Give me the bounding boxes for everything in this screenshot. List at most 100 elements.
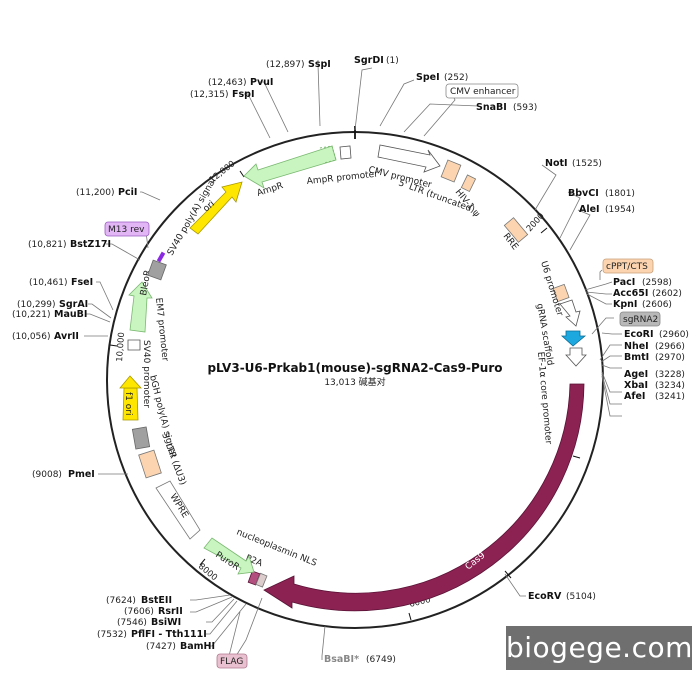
ecorv-tick	[504, 570, 512, 579]
site-pos: (5104)	[566, 592, 596, 602]
sv40-promoter-label: SV40 promoter	[141, 340, 151, 408]
site-name: EcoRI	[624, 329, 654, 340]
ampr-promoter-label: AmpR promoter	[306, 170, 378, 187]
sv40-promoter-feature	[127, 339, 141, 351]
site-name: PflFI - Tth111I	[131, 629, 207, 640]
site-name: Acc65I	[613, 288, 648, 299]
site-name: MauBI	[54, 309, 87, 320]
m13rev-feature	[156, 251, 166, 263]
site-pos: (7427)	[146, 642, 176, 652]
cas9-feature	[263, 383, 585, 612]
site-pos: (7546)	[117, 618, 147, 628]
site-pos: (593)	[513, 103, 537, 113]
site-name: BamHI	[180, 641, 215, 652]
site-pos: (10,299)	[17, 300, 56, 310]
ori-feature	[189, 181, 243, 235]
cppt-tag-text: cPPT/CTS	[606, 262, 648, 272]
site-name: AfeI	[624, 391, 645, 402]
site-name: PacI	[613, 277, 635, 288]
site-pos: (9008)	[32, 470, 62, 480]
tag-cppt: cPPT/CTS	[602, 258, 654, 274]
site-pos: (12,315)	[190, 90, 229, 100]
site-name: SgrDI	[354, 55, 384, 66]
site-name: PvuI	[250, 77, 273, 88]
site-pos: (7606)	[124, 607, 154, 617]
tag-m13rev: M13 rev	[104, 221, 150, 237]
site-pos: (252)	[444, 73, 468, 83]
f1ori-label: f1 ori	[123, 392, 133, 415]
ltr3-feature	[138, 449, 162, 479]
tag-cmv-enhancer: CMV enhancer	[445, 83, 519, 99]
site-name: NotI	[545, 158, 568, 169]
site-pos: (11,200)	[76, 188, 115, 198]
m13rev-tag-text: M13 rev	[108, 225, 145, 235]
site-name: AleI	[579, 204, 600, 215]
site-pos: (10,821)	[28, 240, 67, 250]
site-name: AvrII	[54, 331, 79, 342]
ampr-promoter-feature	[339, 145, 352, 160]
restriction-sites: SgrDI (1) SpeI (252) SnaBI (593) NotI (1…	[12, 55, 689, 665]
site-name: BstEII	[141, 595, 172, 606]
f1ori-arrow-tip	[119, 375, 142, 389]
site-name: KpnI	[613, 299, 637, 310]
rre-feature	[503, 217, 529, 243]
tick-label-10000: 10,000	[115, 332, 127, 362]
cppt-feature	[552, 283, 570, 303]
site-pos: (2970)	[655, 353, 685, 363]
tag-flag: FLAG	[216, 653, 248, 669]
watermark: biogege.com	[506, 626, 692, 670]
site-pos: (12,897)	[266, 60, 305, 70]
sgrna2-tag-text: sgRNA2	[623, 315, 658, 325]
site-pos: (1)	[386, 56, 399, 66]
site-pos: (6749)	[366, 655, 396, 665]
wpre-feature	[155, 480, 201, 540]
site-name: FseI	[71, 277, 93, 288]
site-pos: (10,461)	[29, 278, 68, 288]
site-pos: (7532)	[97, 630, 127, 640]
site-pos: (2960)	[659, 330, 689, 340]
site-pos: (2598)	[642, 278, 672, 288]
site-pos: (1954)	[605, 205, 635, 215]
ltr5-feature	[440, 159, 462, 183]
site-name: SgrAI	[59, 299, 88, 310]
site-name: AgeI	[624, 369, 648, 380]
site-name: SpeI	[416, 72, 440, 83]
scale-ticks	[109, 170, 581, 621]
site-name: NheI	[624, 341, 649, 352]
site-pos: (10,056)	[12, 332, 51, 342]
site-pos: (1801)	[605, 189, 635, 199]
site-pos: (3228)	[655, 370, 685, 380]
ampr-feature	[243, 145, 337, 189]
site-name: BbvCI	[568, 188, 599, 199]
site-name: FspI	[232, 89, 254, 100]
site-pos: (10,221)	[12, 310, 51, 320]
p2a-feature	[255, 572, 268, 588]
ef1a-label: EF-1α core promoter	[535, 351, 553, 445]
site-pos: (3241)	[655, 392, 685, 402]
site-pos: (2966)	[655, 342, 685, 352]
site-name: BsiWI	[151, 617, 181, 628]
ampr-dashed	[319, 145, 337, 164]
site-name: BsaBI*	[324, 654, 359, 665]
site-name: EcoRV	[528, 591, 562, 602]
tag-sgrna2: sgRNA2	[619, 311, 661, 327]
cmv-enhancer-tag-text: CMV enhancer	[450, 87, 516, 97]
site-pos: (1525)	[572, 159, 602, 169]
site-name: SnaBI	[476, 102, 507, 113]
sv40-polya-feature	[147, 259, 167, 281]
site-pos: (3234)	[655, 381, 685, 391]
site-pos: (7624)	[106, 596, 136, 606]
site-name: PmeI	[68, 469, 95, 480]
grna-scaffold-feature	[565, 347, 587, 367]
site-name: BstZ17I	[70, 239, 111, 250]
cmv-promoter-feature	[377, 144, 441, 173]
bgh-feature	[131, 426, 151, 450]
plasmid-title: pLV3-U6-Prkab1(mouse)-sgRNA2-Cas9-Puro	[207, 361, 502, 375]
site-name: PciI	[118, 187, 137, 198]
hiv-psi-feature	[460, 174, 477, 193]
em7-label: EM7 promoter	[153, 297, 170, 362]
site-name: RsrII	[158, 606, 183, 617]
site-name: XbaI	[624, 380, 648, 391]
flag-tag-text: FLAG	[220, 657, 243, 667]
